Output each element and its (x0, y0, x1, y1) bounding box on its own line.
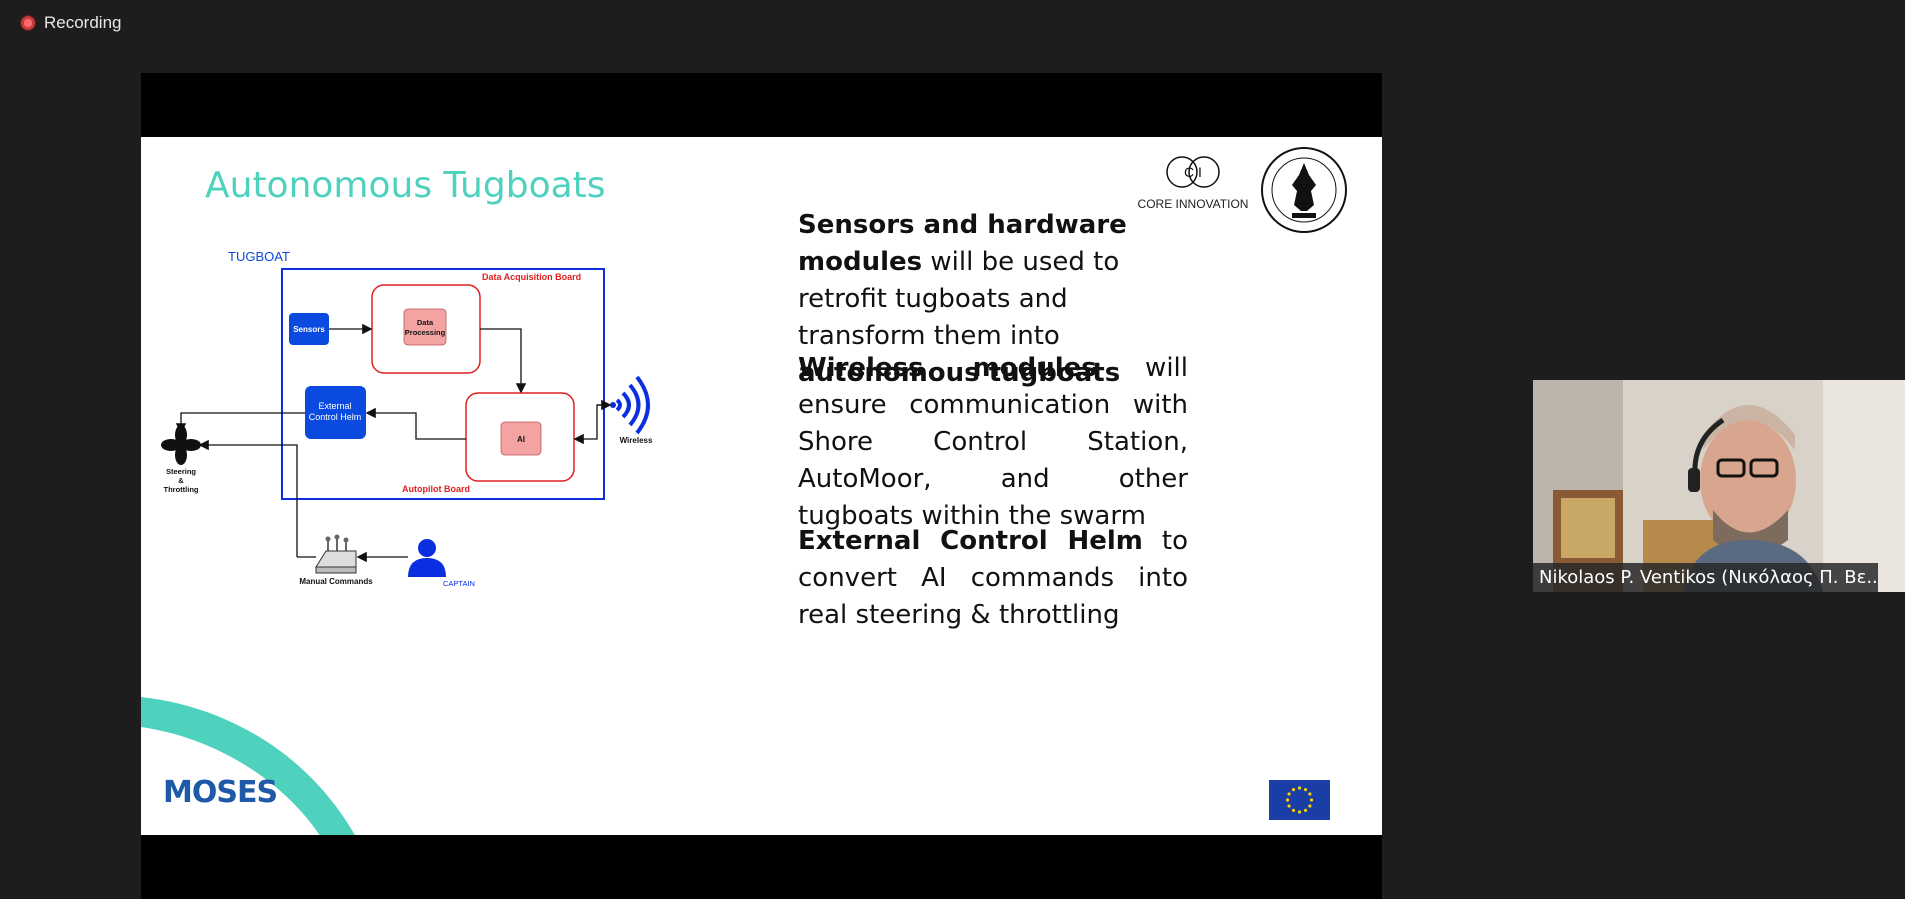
slide-title: Autonomous Tugboats (205, 165, 606, 206)
captain-label: CAPTAIN (443, 579, 475, 588)
recording-indicator: Recording (20, 12, 122, 34)
logo-letters: C I (1184, 164, 1202, 180)
external-label-line1: External (318, 401, 351, 411)
sensors-label: Sensors (293, 325, 325, 334)
manual-commands-console-icon (315, 534, 357, 574)
core-innovation-rings-icon: C I (1166, 156, 1220, 188)
participant-video-tile[interactable] (1533, 380, 1905, 592)
bullet-sensors: Sensors and hardware modules will be use… (798, 207, 1188, 392)
bullet2-bold: Wireless modules (798, 353, 1097, 383)
data-processing-label-line2: Processing (405, 328, 446, 337)
tugboat-boundary (281, 268, 605, 500)
record-dot-icon (20, 15, 36, 31)
external-label-line2: Control Helm (309, 412, 362, 422)
steering-label-line2: & (178, 476, 184, 485)
data-acquisition-board-label: Data Acquisition Board (482, 272, 581, 282)
eu-flag-icon (1269, 780, 1330, 820)
bullet1-bold-2: autonomous tugboats (798, 358, 1121, 388)
bullet-external-helm: External Control Helm to convert AI comm… (798, 523, 1188, 634)
steering-label-line1: Steering (166, 467, 196, 476)
wireless-icon (615, 375, 650, 435)
bullet1-text: will be used to retrofit tugboats and tr… (798, 247, 1120, 351)
autopilot-board-label: Autopilot Board (402, 484, 470, 494)
external-control-helm-box (305, 386, 366, 439)
core-innovation-logo: C I CORE INNOVATION (1133, 155, 1253, 215)
data-processing-label-line1: Data (417, 318, 434, 327)
presentation-slide: Autonomous Tugboats C I CORE INNOVATION … (141, 137, 1382, 835)
participant-name-label: Nikolaos P. Ventikos (Νικόλαος Π. Βε... (1533, 563, 1878, 592)
tugboat-label: TUGBOAT (228, 249, 290, 264)
moses-logo: MOSES (163, 775, 278, 810)
manual-commands-label: Manual Commands (299, 577, 373, 586)
ai-label: AI (517, 435, 525, 444)
core-innovation-text: CORE INNOVATION (1137, 197, 1249, 211)
bullet1-bold-1: Sensors and hardware modules (798, 210, 1127, 277)
steering-label-line3: Throttling (164, 485, 199, 494)
bullet2-text: will ensure communication with Shore Con… (798, 353, 1188, 531)
recording-label: Recording (44, 13, 122, 32)
bullet3-text: to convert AI commands into real steerin… (798, 526, 1188, 630)
navy-swoosh-decoration (1301, 157, 1382, 817)
bullet3-bold: External Control Helm (798, 526, 1143, 556)
data-processing-box (403, 308, 447, 346)
teal-swoosh-decoration (141, 697, 355, 835)
sensors-box (289, 313, 329, 345)
captain-person-icon (408, 539, 446, 577)
tugboat-architecture-diagram: TUGBOAT Data Acquisition Board Sensors D… (161, 249, 653, 588)
wireless-label: Wireless (620, 436, 653, 445)
participant-video-frame (1533, 380, 1905, 592)
university-seal-icon (1261, 147, 1347, 233)
bullet-wireless: Wireless modules will ensure communicati… (798, 350, 1188, 535)
ai-box (500, 421, 542, 456)
